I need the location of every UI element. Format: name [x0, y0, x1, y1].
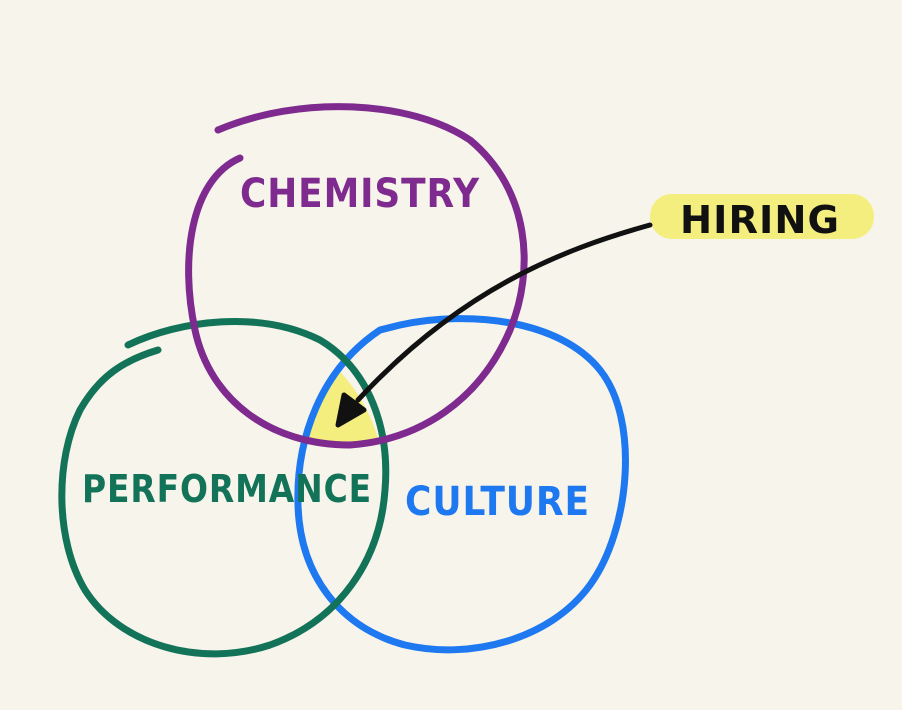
culture-circle [294, 315, 629, 654]
chemistry-circle [185, 103, 528, 449]
chemistry-label: CHEMISTRY [240, 171, 480, 217]
hiring-arrowhead [335, 392, 367, 428]
performance-circle [58, 318, 390, 658]
hiring-label: HIRING [680, 198, 840, 242]
performance-label: PERFORMANCE [82, 467, 372, 511]
hiring-arrow-line [355, 222, 653, 403]
hiring-highlight [650, 194, 874, 239]
culture-label: CULTURE [405, 479, 590, 525]
